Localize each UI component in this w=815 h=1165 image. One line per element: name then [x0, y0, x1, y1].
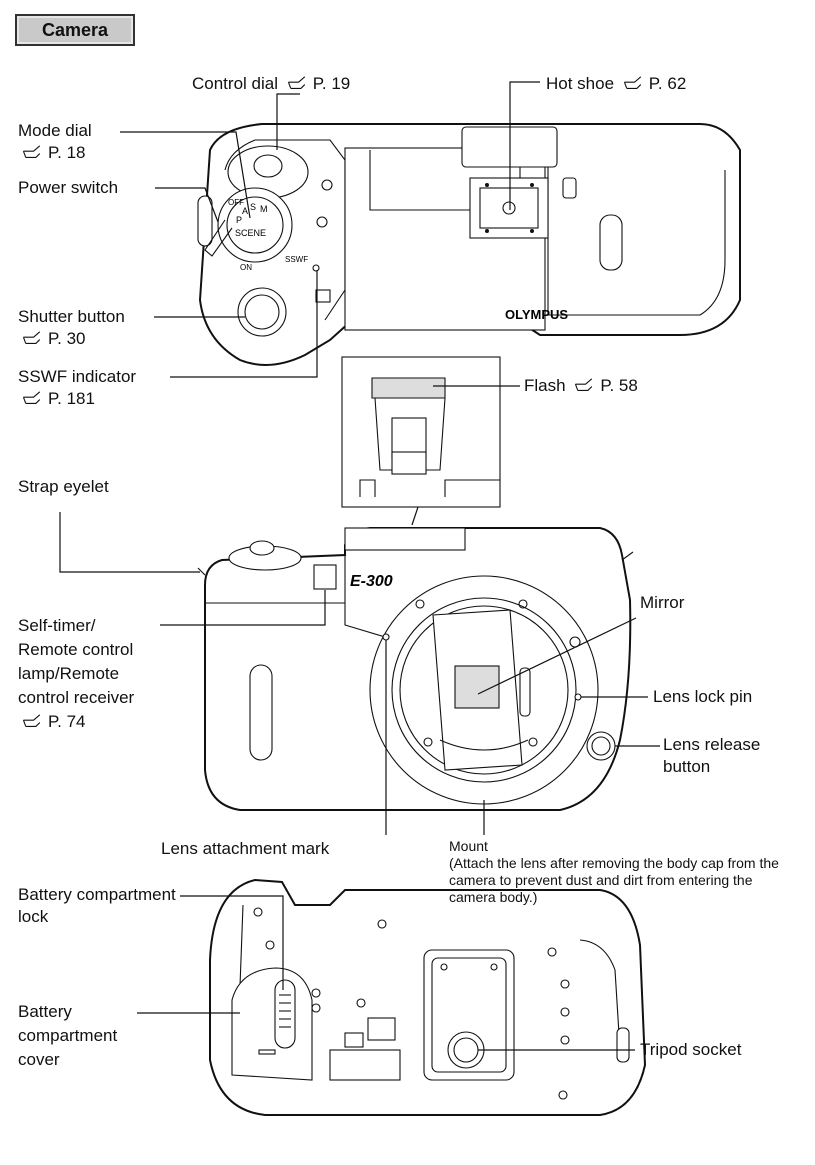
label-control-dial: Control dial P. 19	[192, 74, 351, 93]
label-shutter-button: Shutter button P. 30	[18, 307, 125, 348]
leader-lines	[59, 81, 660, 1051]
label-battery-compartment-lock: Battery compartment lock	[18, 885, 176, 926]
sswf-mark: SSWF	[285, 255, 308, 264]
page-reference-icon	[623, 76, 642, 89]
flash-inset	[341, 356, 501, 526]
label-flash: Flash P. 58	[524, 376, 638, 395]
label-sswf-indicator: SSWF indicator P. 181	[18, 367, 137, 408]
camera-top-view	[197, 123, 741, 366]
label-power-switch: Power switch	[18, 178, 119, 197]
camera-front-view	[197, 527, 634, 811]
label-tripod-socket: Tripod socket	[640, 1040, 742, 1059]
label-lens-release-button: Lens release button	[663, 735, 761, 776]
label-hot-shoe: Hot shoe P. 62	[546, 74, 687, 93]
mount-note: (Attach the lens after removing the body…	[449, 855, 779, 905]
label-mount: Mount (Attach the lens after removing th…	[449, 838, 799, 906]
label-battery-compartment-cover: Battery compartment cover	[18, 1002, 118, 1069]
label-mode-dial: Mode dial P. 18	[18, 121, 92, 162]
label-strap-eyelet: Strap eyelet	[18, 477, 109, 496]
page-reference-icon	[22, 714, 41, 727]
dial-s-mark: S	[250, 202, 256, 212]
section-title: Camera	[15, 14, 135, 46]
label-lens-attachment-mark: Lens attachment mark	[161, 839, 330, 858]
switch-off-mark: OFF	[228, 198, 244, 207]
page-reference-icon	[22, 391, 41, 404]
dial-scene-mark: SCENE	[235, 228, 266, 238]
page-reference-icon	[575, 378, 593, 391]
brand-logo-top: OLYMPUS	[505, 307, 568, 322]
page-reference-icon	[287, 76, 306, 89]
camera-bottom-view	[209, 878, 647, 1116]
label-self-timer: Self-timer/ Remote control lamp/Remote c…	[18, 616, 135, 731]
page-reference-icon	[22, 331, 41, 344]
dial-p-mark: P	[236, 215, 242, 225]
model-logo: E-300	[350, 573, 393, 590]
label-mirror: Mirror	[640, 593, 685, 612]
dial-a-mark: A	[242, 206, 248, 216]
page-reference-icon	[22, 145, 41, 158]
label-lens-lock-pin: Lens lock pin	[653, 687, 753, 706]
switch-on-mark: ON	[240, 263, 252, 272]
dial-m-mark: M	[260, 204, 268, 214]
